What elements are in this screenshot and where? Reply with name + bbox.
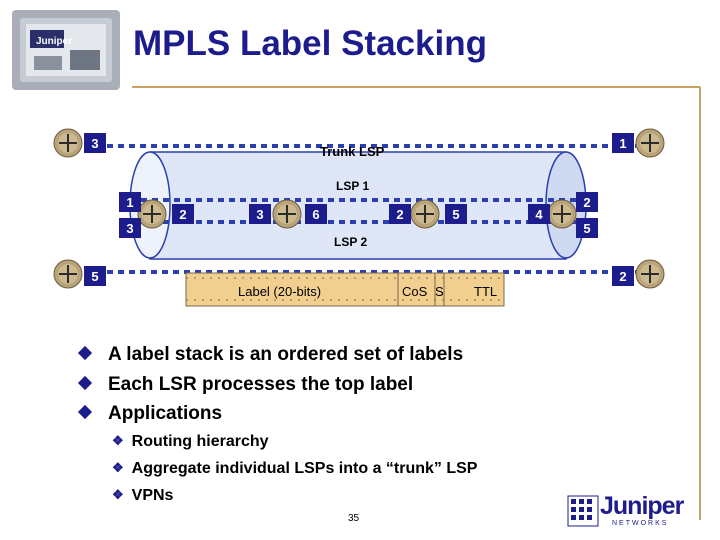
s-field-text: S — [435, 284, 444, 299]
juniper-logo-mark — [567, 495, 599, 527]
label-box-mid-c-right: 5 — [445, 204, 467, 224]
label-value-text: 5 — [583, 221, 590, 236]
label-box-left-top: 3 — [84, 133, 106, 153]
router-right-bottom — [635, 259, 665, 289]
diamond-bullet-icon — [77, 404, 93, 420]
diamond-bullet-icon — [77, 345, 93, 361]
cos-field-text: CoS — [402, 284, 428, 299]
label-value-text: 2 — [396, 207, 403, 222]
label-box-right-mid-top: 2 — [576, 192, 598, 212]
svg-text:Juniper: Juniper — [36, 36, 72, 47]
label-box-left-mid-bottom: 3 — [119, 218, 141, 238]
sub-bullet-text: VPNs — [131, 487, 174, 504]
label-box-right-top: 1 — [612, 133, 634, 153]
label-value-text: 1 — [619, 136, 626, 151]
label-value-text: 1 — [126, 195, 133, 210]
sub-bullet-item: ❖ Aggregate individual LSPs into a “trunk… — [112, 460, 477, 478]
label-value-text: 3 — [256, 207, 263, 222]
bullet-item: Applications — [77, 403, 223, 425]
check-bullet-icon: ❖ — [112, 433, 124, 448]
label-value-text: 5 — [452, 207, 459, 222]
label-value-text: 4 — [535, 207, 543, 222]
router-mid-2 — [410, 199, 440, 229]
label-box-right-mid-bottom: 5 — [576, 218, 598, 238]
sub-bullet-text: Aggregate individual LSPs into a “trunk”… — [131, 460, 478, 477]
bullet-text: A label stack is an ordered set of label… — [108, 344, 464, 365]
label-value-text: 2 — [583, 195, 590, 210]
mpls-header-diagram: Label (20-bits) CoS S TTL — [185, 272, 505, 307]
bullet-item: A label stack is an ordered set of label… — [77, 344, 464, 366]
label-box-mid-a: 2 — [172, 204, 194, 224]
label-box-mid-b-left: 3 — [249, 204, 271, 224]
label-box-left-bottom: 5 — [84, 266, 106, 286]
label-value-text: 5 — [91, 269, 98, 284]
ttl-field-text: TTL — [474, 284, 497, 299]
lsp2-label: LSP 2 — [334, 235, 367, 249]
sub-bullet-item: ❖ VPNs — [112, 487, 173, 505]
slide-title: MPLS Label Stacking — [133, 24, 487, 63]
label-value-text: 3 — [126, 221, 133, 236]
check-bullet-icon: ❖ — [112, 460, 124, 475]
trunk-lsp-label: Trunk LSP — [320, 144, 385, 159]
label-value-text: 3 — [91, 136, 98, 151]
label-value-text: 6 — [312, 207, 319, 222]
router-left-bottom — [53, 259, 83, 289]
label-box-left-mid-top: 1 — [119, 192, 141, 212]
lsp1-label: LSP 1 — [336, 179, 369, 193]
bullet-text: Applications — [108, 403, 223, 424]
check-bullet-icon: ❖ — [112, 487, 124, 502]
sub-bullet-text: Routing hierarchy — [131, 433, 269, 450]
label-box-right-bottom: 2 — [612, 266, 634, 286]
sub-bullet-item: ❖ Routing hierarchy — [112, 433, 269, 451]
label-value-text: 2 — [179, 207, 186, 222]
label-field-text: Label (20-bits) — [238, 284, 321, 299]
diamond-bullet-icon — [77, 375, 93, 391]
page-number: 35 — [348, 513, 360, 524]
juniper-logo-text: Juniper — [600, 492, 684, 520]
chip-logo-image: Juniper — [12, 10, 120, 90]
label-box-mid-d: 4 — [528, 204, 550, 224]
bullet-item: Each LSR processes the top label — [77, 374, 414, 396]
label-value-text: 2 — [619, 269, 626, 284]
router-left-mid — [137, 199, 167, 229]
label-box-mid-c-left: 2 — [389, 204, 411, 224]
router-right-mid — [547, 199, 577, 229]
router-mid-1 — [272, 199, 302, 229]
bullet-text: Each LSR processes the top label — [108, 374, 414, 395]
router-right-top — [635, 128, 665, 158]
juniper-logo-subtext: NETWORKS — [612, 520, 669, 527]
router-left-top — [53, 128, 83, 158]
label-box-mid-b-right: 6 — [305, 204, 327, 224]
